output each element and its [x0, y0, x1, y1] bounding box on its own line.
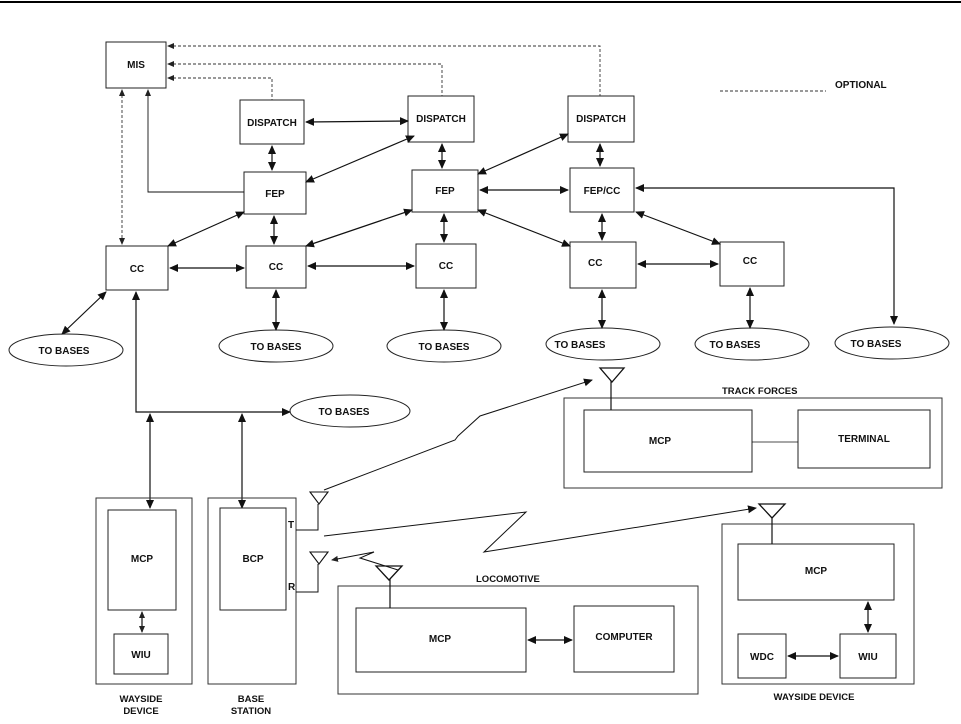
legend: OPTIONAL: [720, 80, 887, 92]
radio-links: [323, 378, 757, 571]
node-cc-4: CC: [569, 241, 637, 289]
optional-links: [119, 43, 601, 245]
node-fep-cc: FEP/CC: [569, 167, 635, 213]
port-r-label: R: [288, 582, 296, 593]
dispatch-1-label: DISPATCH: [247, 118, 297, 129]
to-bases-2: TO BASES: [218, 329, 334, 363]
base-station-bcp-label: BCP: [242, 554, 263, 565]
wayside-left-wiu-label: WIU: [131, 650, 150, 661]
to-bases-4-label: TO BASES: [555, 340, 606, 351]
track-forces-caption: TRACK FORCES: [722, 386, 797, 397]
cc-2-label: CC: [269, 262, 283, 273]
group-track-forces: TRACK FORCES MCP TERMINAL: [563, 367, 943, 489]
loco-computer-label: COMPUTER: [595, 632, 653, 643]
to-bases-6: TO BASES: [834, 326, 950, 360]
cc-1-label: CC: [130, 264, 144, 275]
wayside-right-wdc-label: WDC: [750, 652, 774, 663]
dispatch-3-label: DISPATCH: [576, 114, 626, 125]
cc-4-label: CC: [588, 258, 602, 269]
mis-label: MIS: [127, 60, 145, 71]
wayside-device-left-2-label: DEVICE: [123, 706, 158, 717]
node-cc-1: CC: [105, 245, 169, 291]
group-wayside-device-right: MCP WDC WIU WAYSIDE DEVICE: [721, 503, 915, 703]
node-dispatch-2: DISPATCH: [407, 95, 475, 143]
to-bases-7-label: TO BASES: [319, 407, 370, 418]
fep-1-label: FEP: [265, 189, 285, 200]
to-bases-3-label: TO BASES: [419, 342, 470, 353]
node-fep-1: FEP: [243, 171, 307, 215]
node-cc-5: CC: [719, 241, 785, 287]
to-bases-1-label: TO BASES: [39, 346, 90, 357]
fep-cc-label: FEP/CC: [584, 186, 621, 197]
group-locomotive: LOCOMOTIVE MCP COMPUTER: [337, 565, 699, 695]
dispatch-2-label: DISPATCH: [416, 114, 466, 125]
fep-2-label: FEP: [435, 186, 455, 197]
to-bases-5: TO BASES: [694, 327, 810, 361]
to-bases-5-label: TO BASES: [710, 340, 761, 351]
node-cc-2: CC: [245, 245, 307, 289]
node-mis: MIS: [105, 41, 167, 89]
loco-mcp-label: MCP: [429, 634, 452, 645]
wayside-right-mcp-label: MCP: [805, 566, 828, 577]
cc-3-label: CC: [439, 261, 453, 272]
port-t-label: T: [288, 520, 294, 531]
to-bases-1: TO BASES: [8, 333, 124, 367]
track-forces-terminal-label: TERMINAL: [838, 434, 890, 445]
legend-optional-label: OPTIONAL: [835, 80, 887, 91]
to-bases-6-label: TO BASES: [851, 339, 902, 350]
base-station-1-label: BASE: [238, 694, 264, 705]
locomotive-caption: LOCOMOTIVE: [476, 574, 540, 585]
node-fep-2: FEP: [411, 169, 479, 213]
base-station-2-label: STATION: [231, 706, 271, 717]
wayside-right-wiu-label: WIU: [858, 652, 877, 663]
group-wayside-device-left: MCP WIU WAYSIDE DEVICE: [95, 497, 193, 717]
wayside-device-right-label: WAYSIDE DEVICE: [774, 692, 855, 703]
node-cc-3: CC: [415, 243, 477, 289]
to-bases-3: TO BASES: [386, 329, 502, 363]
cc-5-label: CC: [743, 256, 757, 267]
track-forces-mcp-label: MCP: [649, 436, 672, 447]
to-bases-7: TO BASES: [289, 394, 411, 428]
network-links: [61, 117, 898, 509]
to-bases-2-label: TO BASES: [251, 342, 302, 353]
wayside-device-left-1-label: WAYSIDE: [120, 694, 163, 705]
to-bases-4: TO BASES: [545, 327, 661, 361]
group-base-station: BCP BASE STATION T R: [207, 491, 330, 717]
node-dispatch-1: DISPATCH: [239, 99, 305, 145]
wayside-left-mcp-label: MCP: [131, 554, 154, 565]
node-dispatch-3: DISPATCH: [567, 95, 635, 143]
